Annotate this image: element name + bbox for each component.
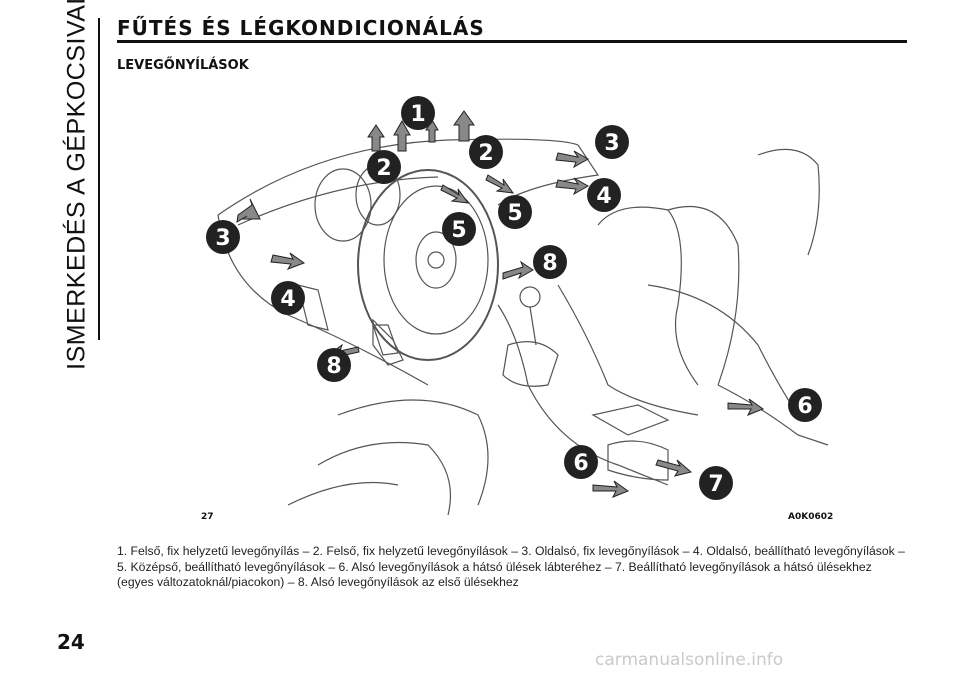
callout-badge: 4 xyxy=(271,281,305,315)
callout-badge: 1 xyxy=(401,96,435,130)
figure-caption: 1. Felső, fix helyzetű levegőnyílás – 2.… xyxy=(117,544,905,589)
callout-badge: 2 xyxy=(469,135,503,169)
figure-number: 27 xyxy=(201,512,214,522)
svg-text:6: 6 xyxy=(797,394,812,419)
header-divider xyxy=(117,40,907,43)
svg-text:6: 6 xyxy=(573,451,588,476)
svg-text:4: 4 xyxy=(280,287,295,312)
callout-badge: 8 xyxy=(533,245,567,279)
svg-text:5: 5 xyxy=(507,201,522,226)
callout-badge: 2 xyxy=(367,150,401,184)
side-section-title: ISMERKEDÉS A GÉPKOCSIVAL xyxy=(62,0,91,370)
section-title: LEVEGŐNYÍLÁSOK xyxy=(117,58,249,73)
svg-text:4: 4 xyxy=(596,184,611,209)
page-title: FŰTÉS ÉS LÉGKONDICIONÁLÁS xyxy=(117,16,485,40)
svg-text:8: 8 xyxy=(326,354,341,379)
svg-text:5: 5 xyxy=(451,218,466,243)
callout-badge: 6 xyxy=(788,388,822,422)
svg-text:2: 2 xyxy=(376,156,391,181)
air-vents-illustration: 1 2 2 3 3 4 4 5 5 6 6 7 8 8 xyxy=(206,96,829,516)
watermark: carmanualsonline.info xyxy=(595,650,784,670)
page-number: 24 xyxy=(57,630,85,654)
svg-text:1: 1 xyxy=(410,102,425,127)
svg-text:3: 3 xyxy=(215,226,230,251)
figure-code: A0K0602 xyxy=(788,512,834,522)
callout-badge: 3 xyxy=(595,125,629,159)
svg-text:7: 7 xyxy=(708,472,723,497)
callout-badge: 5 xyxy=(442,212,476,246)
callout-badge: 7 xyxy=(699,466,733,500)
callout-badge: 6 xyxy=(564,445,598,479)
callout-badge: 8 xyxy=(317,348,351,382)
callout-badge: 5 xyxy=(498,195,532,229)
side-divider xyxy=(98,18,100,340)
svg-text:2: 2 xyxy=(478,141,493,166)
svg-text:3: 3 xyxy=(604,131,619,156)
callout-badge: 4 xyxy=(587,178,621,212)
svg-text:8: 8 xyxy=(542,251,557,276)
callout-badge: 3 xyxy=(206,220,240,254)
